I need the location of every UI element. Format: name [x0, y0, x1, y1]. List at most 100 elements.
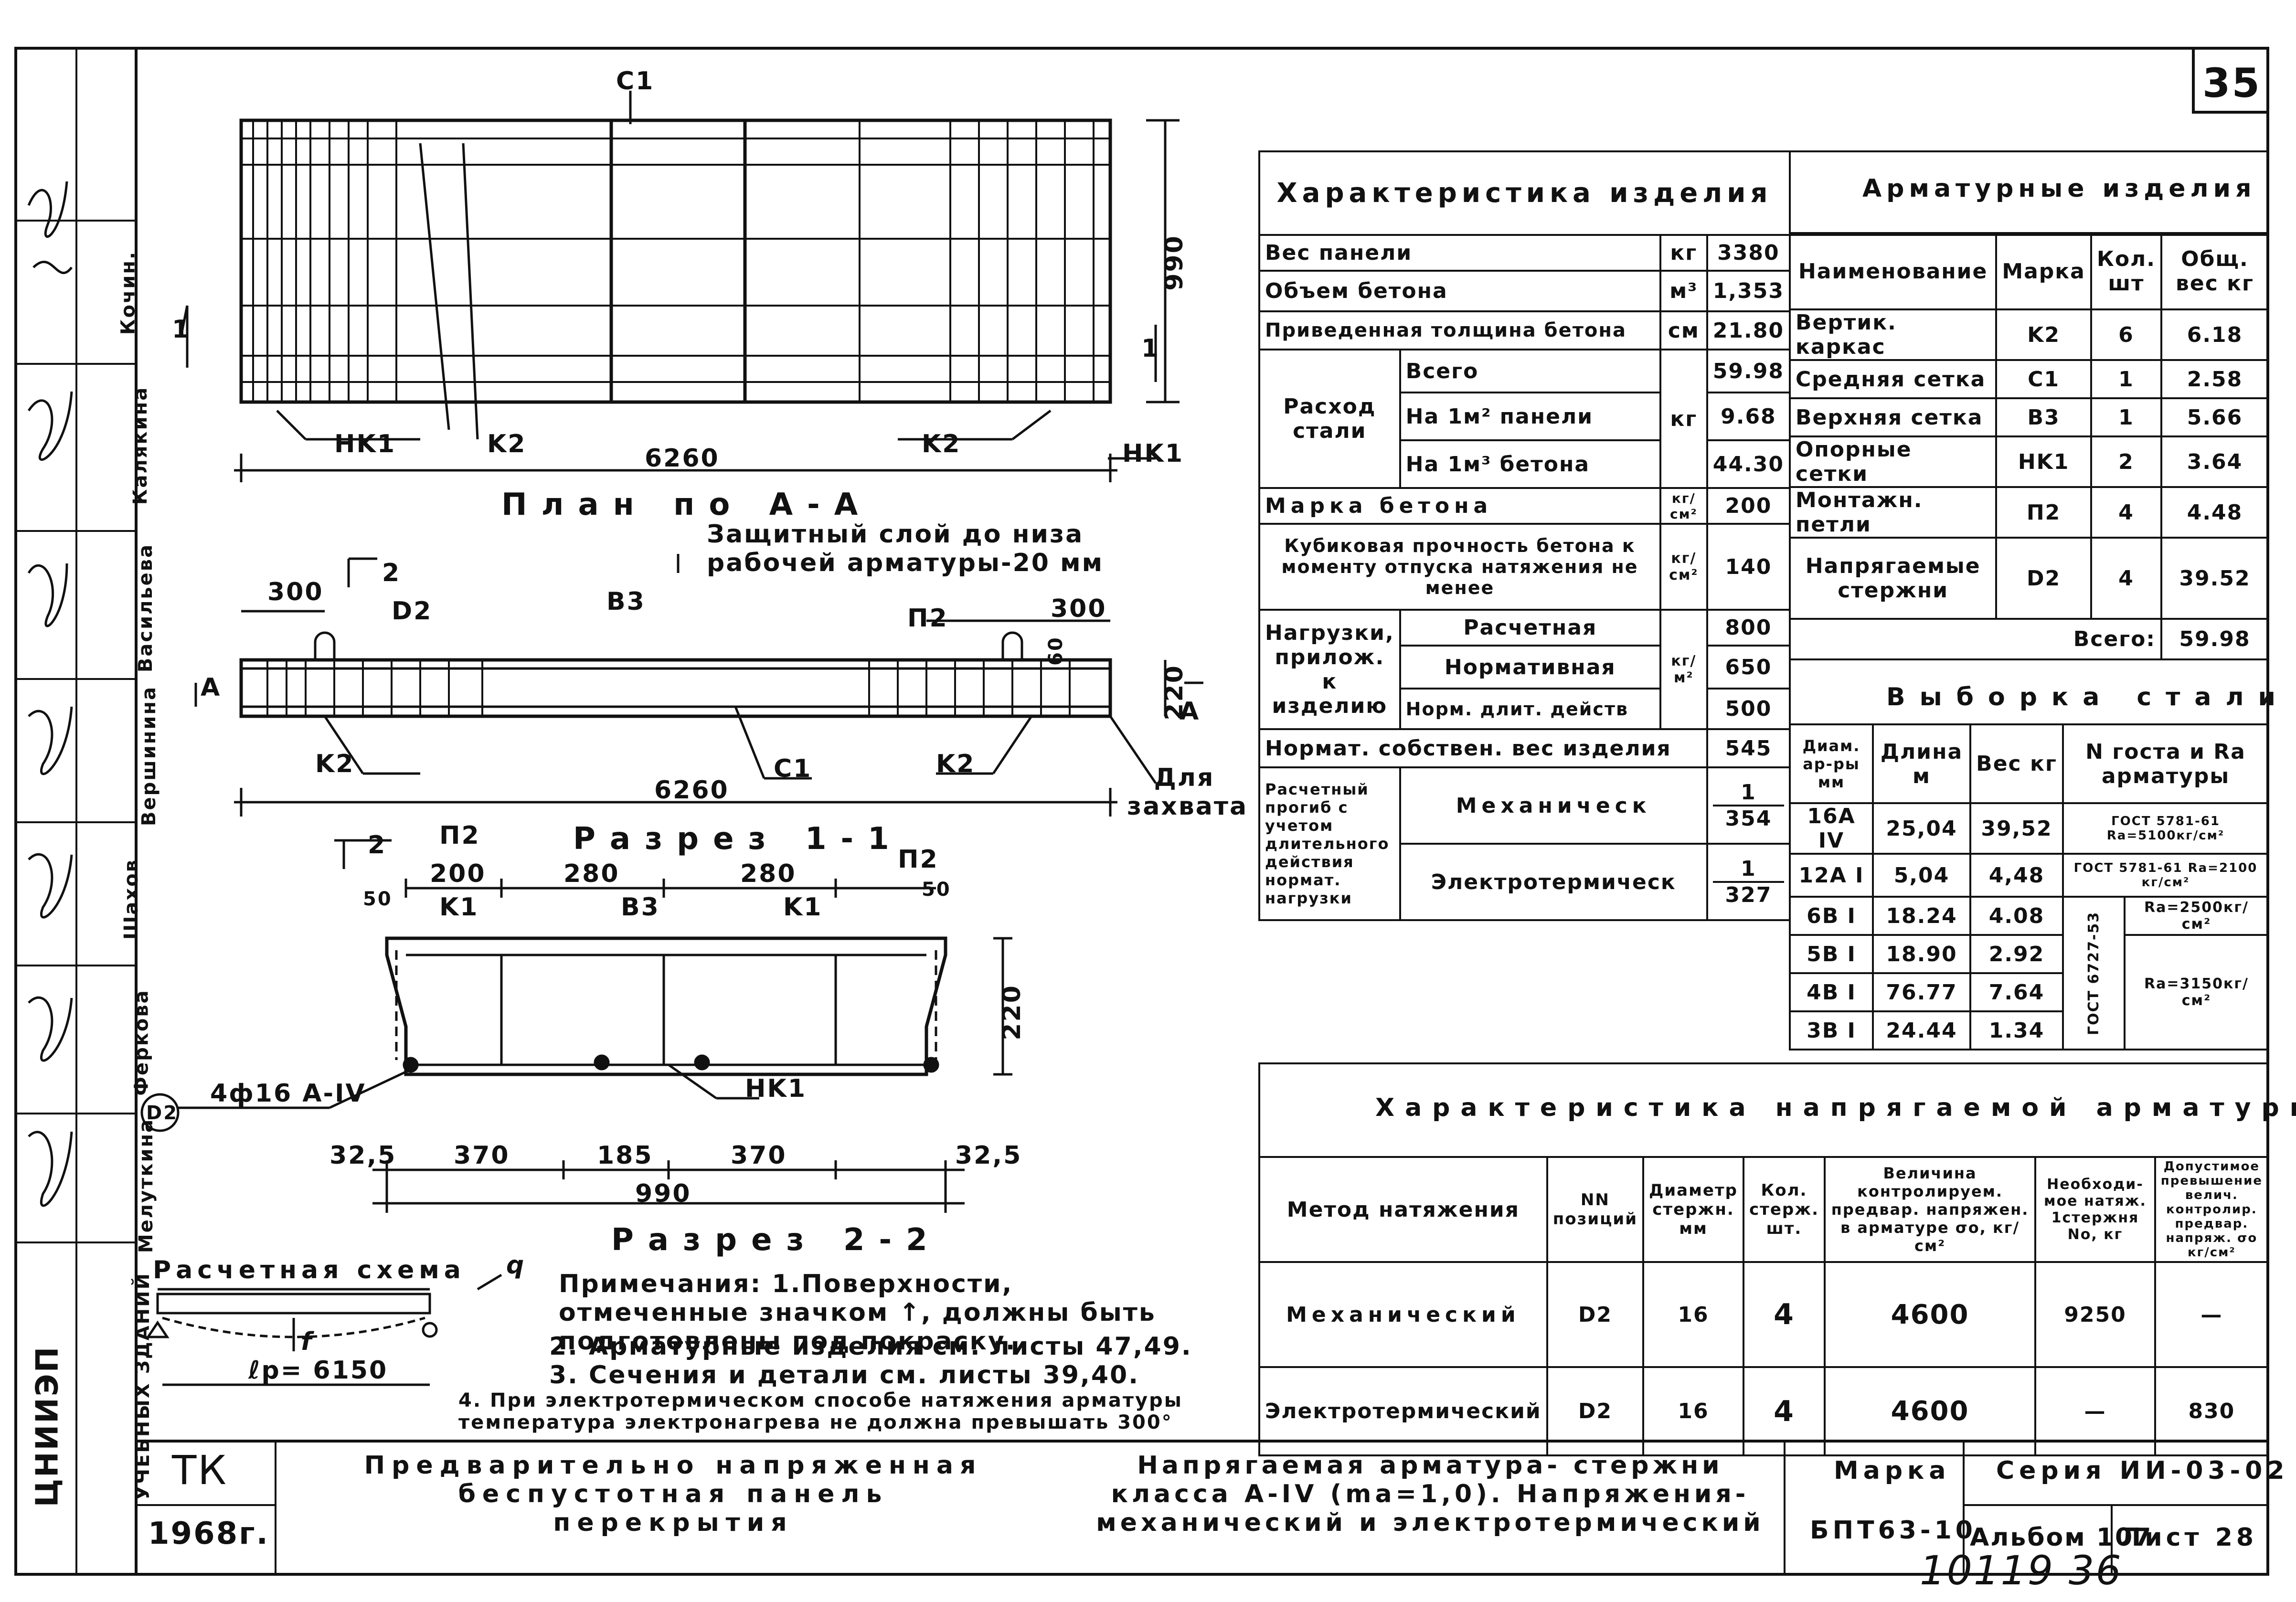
- dim-s1-300a: 300: [267, 578, 324, 606]
- label-c1-s1: C1: [774, 754, 812, 783]
- dim-s1-300b: 300: [1051, 594, 1107, 623]
- steel-m3-label: На 1м³ бетона: [1399, 439, 1661, 489]
- steel-row-l: 18.90: [1872, 934, 1971, 974]
- arm-row-qty: 6: [2090, 308, 2163, 361]
- mark-value: БПТ63-10: [1810, 1516, 1977, 1545]
- label-1-right: 1: [1141, 334, 1160, 363]
- steel-row-w: 4,48: [1969, 853, 2064, 898]
- org-sub: УЧЕБНЫХ ЗДАНИЙ: [132, 1272, 154, 1501]
- concrete-grade-unit: кг/см²: [1659, 487, 1708, 525]
- steel-col-w: Вес кг: [1969, 723, 2064, 804]
- dim-s2-370b: 370: [731, 1141, 787, 1170]
- dim-s2-370a: 370: [454, 1141, 510, 1170]
- arm-row-weight: 5.66: [2160, 397, 2269, 437]
- label-k1-left: K1: [439, 893, 479, 922]
- load-norm: 650: [1706, 645, 1791, 690]
- dim-s2-280a: 280: [563, 859, 620, 888]
- arm-row-name: Средняя сетка: [1788, 359, 1998, 399]
- arm-col-qty: Кол. шт: [2090, 232, 2163, 310]
- cube-strength: Кубиковая прочность бетона к моменту отп…: [1258, 523, 1661, 611]
- label-k2-s1-right: K2: [936, 750, 976, 778]
- steel-col-d: Диам. ар-ры мм: [1789, 723, 1874, 804]
- row-volume-value: 1,353: [1706, 270, 1791, 312]
- steel-row-g: ГОСТ 5781-61 Ra=5100кг/см²: [2062, 802, 2269, 855]
- steel-title: Выборка стали: [1886, 683, 2290, 711]
- concrete-grade-value: 200: [1706, 487, 1791, 525]
- ps-col-sigma: Величина контролируем. предвар. напряжен…: [1823, 1156, 2037, 1263]
- arm-row-name: Опорные сетки: [1788, 435, 1998, 488]
- steel-row-l: 76.77: [1872, 972, 1971, 1012]
- ps-col-pos: NN позиций: [1546, 1156, 1645, 1263]
- arm-row-mark: K2: [1995, 308, 2092, 361]
- dim-s2-50b: 50: [922, 879, 951, 901]
- arm-row-name: Верхняя сетка: [1788, 397, 1998, 437]
- cube-strength-unit: кг/см²: [1659, 523, 1708, 611]
- note-1: Примечания: 1.Поверхности, отмеченные зн…: [559, 1270, 1156, 1356]
- dim-s1-length: 6260: [654, 776, 729, 805]
- ps-col-n: Кол. стерж. шт.: [1742, 1156, 1826, 1263]
- loads-name: Нагрузки, прилож. к изделию: [1258, 609, 1401, 730]
- label-2-top: 2: [382, 559, 401, 587]
- load-calc: 800: [1706, 609, 1791, 647]
- dim-s2-990: 990: [635, 1179, 691, 1208]
- char-header: Характеристика изделия: [1258, 150, 1791, 236]
- ra2: Ra=3150кг/см²: [2124, 934, 2269, 1050]
- ps-row-method: Механический: [1258, 1261, 1548, 1368]
- self-weight: Нормат. собствен. вес изделия: [1258, 728, 1708, 768]
- label-2-mid: 2: [368, 831, 387, 859]
- dim-plan-length: 6260: [645, 444, 720, 473]
- tk-code: ТК: [172, 1447, 228, 1494]
- steel-row-l: 25,04: [1872, 802, 1971, 855]
- arm-col-name: Наименование: [1788, 232, 1998, 310]
- series: Серия ИИ-03-02: [1996, 1456, 2289, 1485]
- product-desc: Напрягаемая арматура- стержни класса А-I…: [1096, 1451, 1765, 1537]
- year: 1968г.: [148, 1516, 269, 1551]
- row-volume: Объем бетона: [1258, 270, 1661, 312]
- steel-row-w: 2.92: [1969, 934, 2064, 974]
- arm-row-qty: 4: [2090, 537, 2163, 620]
- steel-m2: 9.68: [1706, 392, 1791, 441]
- scheme-title: Расчетная схема: [153, 1256, 466, 1284]
- ps-row-n: 4: [1742, 1261, 1826, 1368]
- label-a-left: A: [201, 673, 222, 702]
- deflection-name: Расчетный прогиб с учетом длительного де…: [1258, 766, 1401, 921]
- label-p2-s2-left: П2: [439, 821, 480, 850]
- label-hk1-right: HK1: [1122, 439, 1184, 468]
- ps-row-sigma: 4600: [1823, 1261, 2037, 1368]
- steel-row-l: 18.24: [1872, 896, 1971, 936]
- steel-row-w: 7.64: [1969, 972, 2064, 1012]
- steel-row-w: 4.08: [1969, 896, 2064, 936]
- prestress-title: Характеристика напрягаемой арматуры: [1375, 1093, 2296, 1122]
- steel-row-w: 39,52: [1969, 802, 2064, 855]
- dim-s2-280b: 280: [740, 859, 797, 888]
- dim-s2-50a: 50: [363, 888, 393, 910]
- dim-s2-200: 200: [430, 859, 486, 888]
- arm-row-mark: П2: [1995, 486, 2092, 539]
- dim-s2-220: 220: [997, 984, 1026, 1040]
- arm-row-qty: 2: [2090, 435, 2163, 488]
- scheme-span: ℓр= 6150: [248, 1356, 388, 1385]
- concrete-grade: Марка бетона: [1258, 487, 1661, 525]
- arm-total-label: Всего:: [1789, 618, 2162, 660]
- steel-row-d: 3B I: [1789, 1010, 1874, 1050]
- name-vershinina: Вершинина: [138, 685, 160, 827]
- arm-total: 59.98: [2160, 618, 2269, 660]
- label-rebar: 4ф16 А-IV: [210, 1079, 366, 1108]
- scheme-f: f: [301, 1327, 313, 1356]
- steel-row-l: 5,04: [1872, 853, 1971, 898]
- steel-name: Расход стали: [1258, 349, 1401, 489]
- mark-label: Марка: [1834, 1456, 1951, 1485]
- ps-row-d: 16: [1642, 1261, 1744, 1368]
- arm-row-weight: 39.52: [2160, 537, 2269, 620]
- steel-row-w: 1.34: [1969, 1010, 2064, 1050]
- steel-row-d: 12A I: [1789, 853, 1874, 898]
- label-k2-right: K2: [922, 430, 961, 458]
- protect-note: Защитный слой до низа рабочей арматуры-2…: [707, 520, 1104, 577]
- ps-col-d: Диаметр стержн. мм: [1642, 1156, 1744, 1263]
- ps-row-pos: D2: [1546, 1261, 1645, 1368]
- row-weight: Вес панели: [1258, 234, 1661, 272]
